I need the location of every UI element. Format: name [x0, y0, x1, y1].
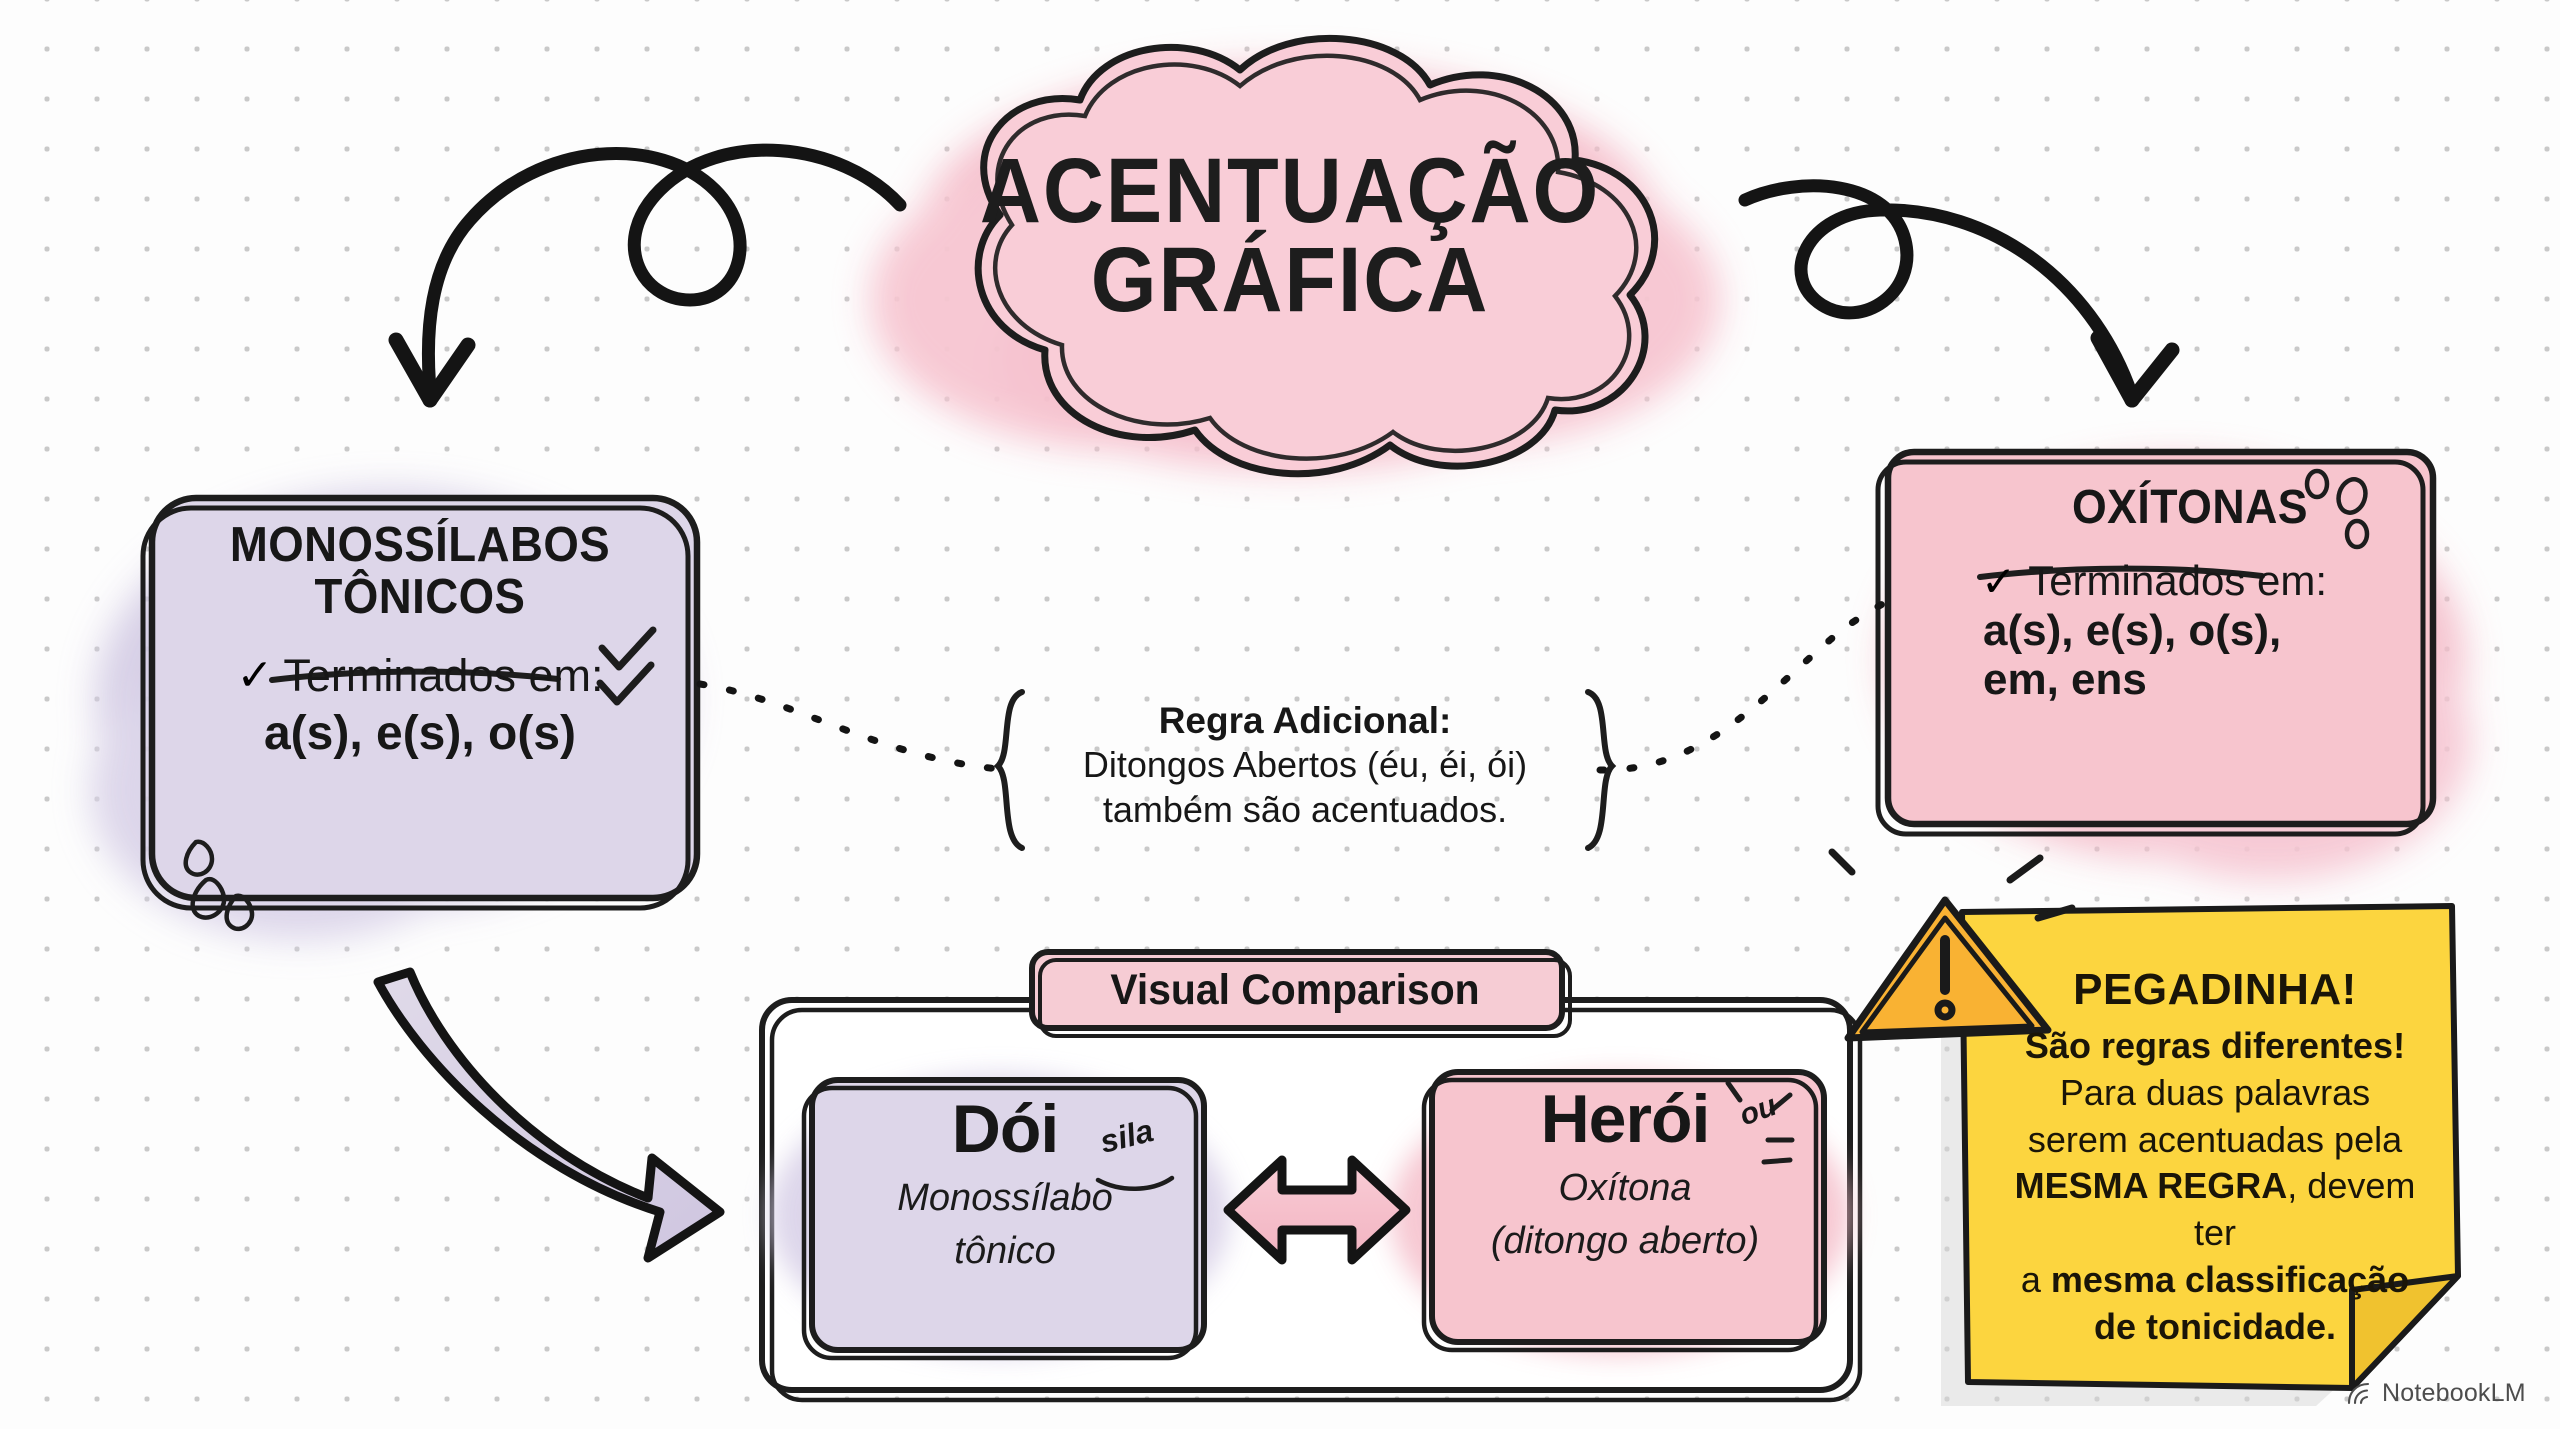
- card-oxitonas-rule-value-line1: a(s), e(s), o(s),: [1983, 606, 2282, 655]
- comparison-card-doi-word: Dói: [951, 1091, 1060, 1167]
- warning-note-heading: PEGADINHA!: [2073, 965, 2357, 1014]
- warning-note-line5: a mesma classificação: [2005, 1257, 2425, 1304]
- card-oxitonas-title: OXÍTONAS: [2071, 481, 2309, 534]
- title-cloud: ACENTUAÇÃO GRÁFICA: [830, 55, 1750, 415]
- card-monossilabos-title: MONOSSÍLABOS TÔNICOS: [169, 518, 671, 624]
- additional-rule: Regra Adicional: Ditongos Abertos (éu, é…: [1040, 700, 1570, 833]
- card-oxitonas-rule-value-line2: em, ens: [1983, 655, 2147, 705]
- comparison-card-heroi[interactable]: Herói Oxítona (ditongo aberto): [1430, 1080, 1820, 1264]
- check-icon: ✓: [236, 650, 274, 700]
- warning-note-line2: Para duas palavras: [2059, 1071, 2371, 1113]
- watermark: NotebookLM: [2346, 1379, 2526, 1408]
- card-oxitonas[interactable]: OXÍTONAS ✓ Terminados em: a(s), e(s), o(…: [1955, 480, 2425, 705]
- card-monossilabos-title-line2: TÔNICOS: [314, 569, 526, 624]
- card-monossilabos-rule-label: Terminados em:: [283, 649, 604, 701]
- comparison-card-doi-sub2: tônico: [954, 1229, 1056, 1272]
- check-icon: ✓: [1981, 558, 2017, 605]
- warning-note-line5-prefix: a: [2020, 1258, 2051, 1300]
- card-monossilabos-rule: ✓ Terminados em:: [150, 650, 690, 702]
- comparison-card-heroi-word: Herói: [1540, 1081, 1711, 1157]
- warning-note-line1: São regras diferentes!: [2024, 1025, 2406, 1066]
- card-monossilabos-rule-value: a(s), e(s), o(s): [263, 706, 577, 760]
- notebooklm-logo-icon: [2346, 1381, 2373, 1406]
- comparison-card-doi[interactable]: Dói Monossílabo tônico: [810, 1090, 1200, 1274]
- warning-note-line4-rest: , devem ter: [2193, 1165, 2416, 1254]
- warning-note[interactable]: PEGADINHA! São regras diferentes! Para d…: [2005, 965, 2425, 1351]
- comparison-card-doi-sub1: Monossílabo: [897, 1177, 1113, 1219]
- visual-comparison-label: Visual Comparison: [1110, 965, 1480, 1014]
- card-monossilabos-title-line1: MONOSSÍLABOS: [229, 518, 611, 572]
- warning-note-line6: de tonicidade.: [2093, 1305, 2337, 1347]
- additional-rule-line1: Ditongos Abertos (éu, éi, ói): [1082, 744, 1528, 785]
- card-oxitonas-rule-label: Terminados em:: [2028, 557, 2327, 604]
- page-title-line1: ACENTUAÇÃO: [979, 140, 1601, 242]
- warning-note-line5-bold: mesma classificação: [2050, 1258, 2410, 1300]
- watermark-label: NotebookLM: [2382, 1379, 2526, 1407]
- comparison-card-heroi-sub2: (ditongo aberto): [1490, 1219, 1760, 1262]
- warning-note-line3: serem acentuadas pela: [2027, 1118, 2403, 1160]
- warning-note-line4-bold: MESMA REGRA: [2014, 1165, 2288, 1207]
- additional-rule-heading: Regra Adicional:: [1158, 700, 1452, 741]
- warning-note-line4: MESMA REGRA, devem ter: [2005, 1163, 2425, 1257]
- card-oxitonas-rule: ✓ Terminados em: a(s), e(s), o(s), em, e…: [1955, 557, 2425, 705]
- page-title: ACENTUAÇÃO GRÁFICA: [867, 140, 1713, 332]
- card-monossilabos[interactable]: MONOSSÍLABOS TÔNICOS ✓ Terminados em: a(…: [150, 518, 690, 761]
- comparison-card-heroi-sub1: Oxítona: [1558, 1167, 1692, 1209]
- page-title-line2: GRÁFICA: [1090, 229, 1490, 332]
- additional-rule-line2: também são acentuados.: [1102, 789, 1508, 831]
